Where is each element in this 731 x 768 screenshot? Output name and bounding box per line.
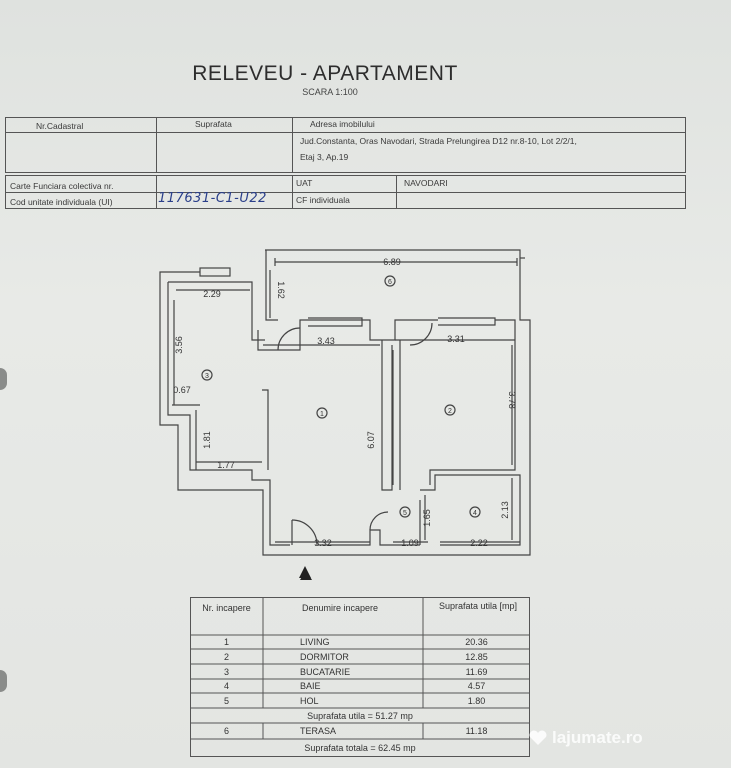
row-area: 1.80 bbox=[467, 696, 486, 706]
room-number-6: 6 bbox=[388, 279, 392, 286]
row-name: LIVING bbox=[300, 637, 330, 647]
carte-funciara-label: Carte Funciara colectiva nr. bbox=[10, 181, 114, 191]
dim-kitchen-offset: 0.67 bbox=[173, 385, 191, 395]
page-title: RELEVEU - APARTAMENT bbox=[192, 62, 458, 85]
room-number-1: 1 bbox=[320, 411, 324, 418]
dim-living-width: 3.43 bbox=[317, 336, 335, 346]
watermark: lajumate.ro bbox=[552, 728, 643, 747]
row-area: 20.36 bbox=[465, 637, 488, 647]
dim-kitchen-lower: 1.81 bbox=[202, 431, 212, 449]
row-nr: 1 bbox=[223, 637, 229, 647]
room-number-5: 5 bbox=[403, 510, 407, 517]
binder-hole bbox=[0, 670, 7, 692]
row-area: 11.69 bbox=[465, 667, 488, 677]
binder-hole bbox=[0, 368, 7, 390]
dim-hall-height: 1.65 bbox=[422, 509, 432, 527]
col-header-area: Suprafata utila [mp] bbox=[438, 601, 518, 611]
dim-living-height: 6.07 bbox=[366, 431, 376, 449]
row-nr: 3 bbox=[223, 667, 229, 677]
dim-entrance-width: 3.32 bbox=[314, 538, 332, 548]
dim-terrace-depth: 1.62 bbox=[276, 281, 286, 299]
col-header-name: Denumire incapere bbox=[301, 603, 379, 613]
cod-ui-handwritten: 117631-C1-U22 bbox=[158, 191, 267, 206]
rooms-table: Nr. incapere Denumire incapere Suprafata… bbox=[190, 597, 530, 757]
row-name: TERASA bbox=[300, 726, 337, 736]
row-nr: 6 bbox=[223, 726, 229, 736]
row-name: BUCATARIE bbox=[300, 667, 351, 677]
rooms-table-grid bbox=[190, 597, 530, 757]
adresa-label: Adresa imobilului bbox=[310, 119, 375, 129]
subtotal-row: Suprafata utila = 51.27 mp bbox=[307, 711, 413, 721]
cf-individuala-label: CF individuala bbox=[296, 195, 350, 205]
dim-kitchen-height: 3.56 bbox=[174, 336, 184, 354]
row-nr: 5 bbox=[223, 696, 229, 706]
uat-value: NAVODARI bbox=[404, 178, 448, 188]
adresa-line2: Etaj 3, Ap.19 bbox=[300, 152, 349, 162]
entrance-arrow-icon bbox=[299, 566, 311, 578]
row-name: DORMITOR bbox=[300, 652, 349, 662]
dim-kitchen-width: 2.29 bbox=[203, 289, 221, 299]
row-nr: 2 bbox=[223, 652, 229, 662]
scale-label: SCARA 1:100 bbox=[302, 87, 358, 97]
row-area: 11.18 bbox=[465, 726, 488, 736]
dim-hall-width: 1.09 bbox=[401, 538, 419, 548]
row-area: 12.85 bbox=[465, 652, 488, 662]
total-row: Suprafata totala = 62.45 mp bbox=[304, 743, 416, 753]
dim-bath-height: 2.13 bbox=[500, 501, 510, 519]
row-nr: 4 bbox=[223, 681, 229, 691]
heart-logo-icon bbox=[529, 730, 547, 745]
dim-bath-width: 2.22 bbox=[470, 538, 488, 548]
dim-terrace-length: 6.89 bbox=[383, 257, 401, 267]
room-number-4: 4 bbox=[473, 510, 477, 517]
room-number-3: 3 bbox=[205, 373, 209, 380]
row-name: HOL bbox=[300, 696, 319, 706]
dim-kitchen-bottom: 1.77 bbox=[217, 460, 235, 470]
room-number-2: 2 bbox=[448, 408, 452, 415]
uat-label: UAT bbox=[296, 178, 313, 188]
dim-bedroom-height: 3.78 bbox=[507, 391, 517, 409]
col-header-nr: Nr. incapere bbox=[202, 603, 251, 613]
row-name: BAIE bbox=[300, 681, 321, 691]
cod-ui-label: Cod unitate individuala (UI) bbox=[10, 197, 113, 207]
adresa-line1: Jud.Constanta, Oras Navodari, Strada Pre… bbox=[300, 136, 577, 146]
floor-plan: 6.89 1.62 2.29 3.56 0.67 1.81 1.77 3.43 … bbox=[159, 249, 531, 580]
dim-bedroom-width: 3.31 bbox=[447, 334, 465, 344]
nr-cadastral-label: Nr.Cadastral bbox=[36, 121, 84, 131]
suprafata-label: Suprafata bbox=[195, 119, 232, 129]
row-area: 4.57 bbox=[467, 681, 486, 691]
